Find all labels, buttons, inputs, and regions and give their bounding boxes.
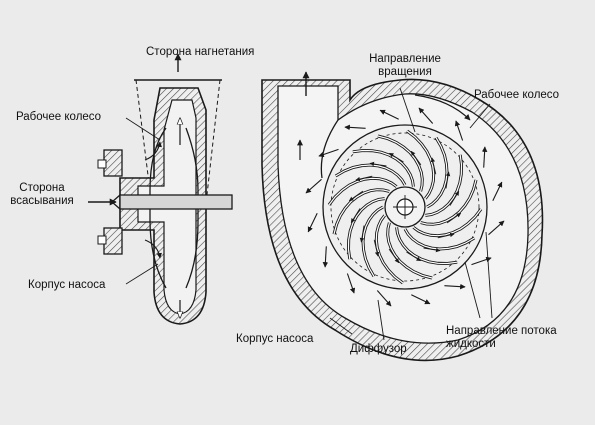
inner-flow-arrow xyxy=(406,251,421,262)
impeller-blade-highlight xyxy=(328,177,397,206)
impeller-blade-highlight xyxy=(406,130,435,199)
flow-arrow xyxy=(488,220,505,236)
flow-arrow xyxy=(376,290,392,307)
flow-arrows xyxy=(305,107,505,307)
impeller-blade-highlight xyxy=(347,198,385,260)
flow-arrow xyxy=(307,213,318,233)
impeller-blade-highlight xyxy=(413,208,482,237)
flow-arrow xyxy=(322,246,329,268)
flow-arrow xyxy=(418,107,434,124)
label-rotation-line2: вращения xyxy=(378,66,432,78)
inner-flow-arrow xyxy=(369,161,387,167)
flow-arrow xyxy=(305,178,322,194)
inner-flow-arrow xyxy=(359,225,365,243)
flow-arrow xyxy=(318,148,339,158)
label-rotation-line1: Направление xyxy=(369,53,441,65)
flow-arrow xyxy=(454,120,464,141)
impeller-blade-highlight xyxy=(426,137,448,208)
inner-flow-arrow xyxy=(446,212,462,224)
label-pump-casing-right: Корпус насоса xyxy=(236,333,314,345)
inner-flow-arrow xyxy=(437,232,455,239)
impeller-blade-highlight xyxy=(375,215,404,284)
label-suction-side: Сторона всасывания xyxy=(6,182,78,208)
impeller-hub xyxy=(384,186,426,228)
label-pump-casing-left: Корпус насоса xyxy=(28,279,106,291)
label-rotation-direction: Направление вращения xyxy=(350,53,460,79)
label-suction-side-line1: Сторона xyxy=(19,182,65,194)
label-flow-line2: жидкости xyxy=(446,338,496,350)
impeller-blades xyxy=(327,129,483,285)
impeller-blade-highlight xyxy=(362,206,384,277)
flow-arrow xyxy=(346,273,356,294)
inner-flow-arrow xyxy=(373,239,380,257)
inner-flow-arrow xyxy=(423,247,441,253)
impeller-blade-highlight xyxy=(352,149,414,187)
impeller-blade-highlight xyxy=(377,135,423,192)
inner-flow-arrow xyxy=(348,190,364,202)
impeller-blade-highlight xyxy=(396,227,458,265)
label-flow-direction: Направление потока жидкости xyxy=(446,325,557,351)
label-discharge-side: Сторона нагнетания xyxy=(146,46,255,58)
inner-flow-arrow xyxy=(449,191,460,206)
inner-flow-arrow xyxy=(355,175,373,182)
impeller-blade-highlight xyxy=(335,164,406,186)
inner-flow-arrow xyxy=(389,152,404,163)
flow-arrow xyxy=(492,181,503,201)
flow-arrow xyxy=(481,146,488,168)
label-impeller-left: Рабочее колесо xyxy=(16,111,102,123)
side-section-view xyxy=(88,53,233,325)
label-flow-line1: Направление потока xyxy=(446,325,557,337)
inner-flow-arrow xyxy=(445,171,451,189)
inner-flow-arrow xyxy=(388,248,400,264)
label-suction-side-line2: всасывания xyxy=(10,195,74,207)
flow-arrow xyxy=(471,256,492,266)
impeller-blade-highlight xyxy=(404,228,475,250)
label-impeller-right: Рабочее колесо xyxy=(474,89,560,101)
impeller-blade-highlight xyxy=(420,179,477,225)
impeller-blade-highlight xyxy=(333,189,390,235)
flow-arrow xyxy=(344,124,366,131)
flow-arrow xyxy=(444,283,466,290)
inner-flow-arrow xyxy=(430,157,437,175)
flow-arrow xyxy=(411,294,431,305)
label-diffuser: Диффузор xyxy=(350,343,407,355)
flow-arrow xyxy=(379,109,399,120)
inner-flow-arrow xyxy=(350,208,361,223)
impeller-blade-highlight xyxy=(387,222,433,279)
impeller-blade-highlight xyxy=(425,154,463,216)
inner-flow-arrow xyxy=(410,150,422,166)
